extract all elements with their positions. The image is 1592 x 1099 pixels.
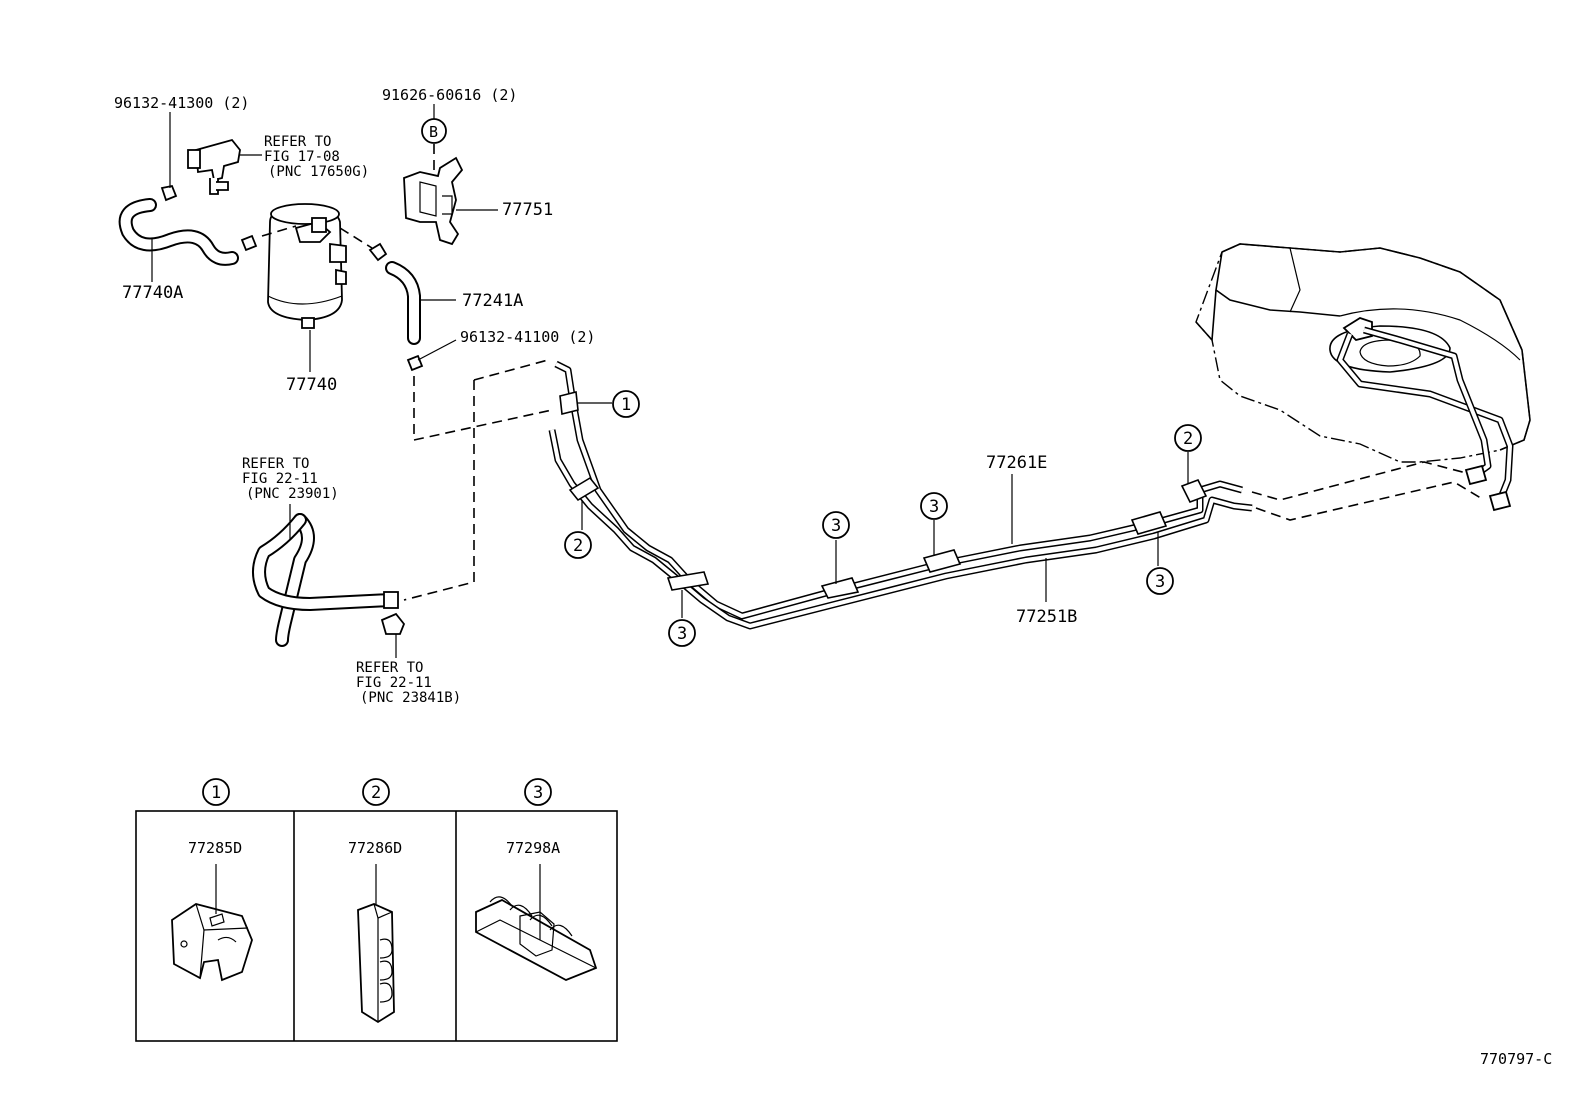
dash-evap-connect: [413, 376, 553, 441]
svg-text:3: 3: [831, 516, 841, 536]
dash-evap-upper: [473, 359, 549, 381]
svg-text:2: 2: [1183, 429, 1193, 449]
svg-text:3: 3: [533, 783, 543, 803]
ref3-line3: (PNC 23841B): [360, 690, 461, 706]
dash-filler-hose: [403, 380, 475, 601]
svg-text:3: 3: [929, 497, 939, 517]
svg-text:1: 1: [621, 395, 631, 415]
dash-canister-clip: [339, 227, 373, 249]
callout-3-line-b: 3: [822, 511, 850, 539]
leader-96132-41100: [417, 339, 457, 361]
ref1-line3: (PNC 17650G): [268, 164, 369, 180]
legend-panel: [135, 810, 618, 1042]
label-77241A: 77241A: [462, 291, 523, 311]
bracket-77751[interactable]: [403, 156, 464, 246]
ref1-line1: REFER TO: [264, 134, 331, 150]
label-77285D: 77285D: [188, 839, 242, 857]
clamp-3-on-line-d[interactable]: [1130, 511, 1168, 535]
clamp-3-on-line-b[interactable]: [820, 577, 860, 599]
clamp-77298A[interactable]: [475, 896, 598, 981]
clamp-77285D[interactable]: [171, 903, 253, 982]
label-77740A: 77740A: [122, 283, 183, 303]
dash-tank-return: [1255, 481, 1485, 521]
svg-text:2: 2: [573, 536, 583, 556]
callout-3-line-a: 3: [668, 619, 696, 647]
clip-96132-41100-a[interactable]: [368, 242, 388, 262]
clamp-77286D[interactable]: [357, 903, 395, 1024]
callout-2-line-a: 2: [564, 531, 592, 559]
charcoal-canister[interactable]: [267, 203, 347, 329]
fuel-line-77261E[interactable]: [554, 360, 1243, 620]
figure-id: 770797-C: [1480, 1050, 1552, 1068]
dash-canister-left: [261, 225, 297, 237]
legend-callout-1: 1: [202, 778, 230, 806]
clamp-3-on-line-c[interactable]: [922, 549, 962, 573]
ref2-line2: FIG 22-11: [242, 471, 318, 487]
callout-3-line-d: 3: [1146, 567, 1174, 595]
callout-1-line: 1: [612, 390, 640, 418]
filler-hose[interactable]: [252, 513, 399, 647]
label-96132-41300: 96132-41300 (2): [114, 94, 249, 112]
clamp-1-on-line[interactable]: [559, 391, 579, 415]
ref3-line1: REFER TO: [356, 660, 423, 676]
svg-text:3: 3: [1155, 572, 1165, 592]
svg-text:1: 1: [211, 783, 221, 803]
clip-96132-41100-b[interactable]: [406, 354, 424, 372]
label-96132-41100: 96132-41100 (2): [460, 328, 595, 346]
dash-tank-feed: [1251, 461, 1471, 501]
tank-fuel-lines[interactable]: [1336, 326, 1514, 512]
callout-2-line-b: 2: [1174, 424, 1202, 452]
label-77298A: 77298A: [506, 839, 560, 857]
ref2-line1: REFER TO: [242, 456, 309, 472]
ref3-line2: FIG 22-11: [356, 675, 432, 691]
clamp-23841B[interactable]: [380, 612, 406, 635]
label-77286D: 77286D: [348, 839, 402, 857]
vacuum-switching-valve[interactable]: [187, 138, 241, 195]
fuel-line-77251B[interactable]: [548, 429, 1253, 630]
callout-3-line-c: 3: [920, 492, 948, 520]
clamp-2-on-line-b[interactable]: [1180, 478, 1208, 504]
label-77261E: 77261E: [986, 453, 1047, 473]
label-77740: 77740: [286, 375, 337, 395]
clip-96132-41300-a[interactable]: [160, 184, 178, 202]
ref2-line3: (PNC 23901): [246, 486, 339, 502]
clamp-2-on-line-a[interactable]: [568, 476, 600, 502]
svg-text:3: 3: [677, 624, 687, 644]
label-77251B: 77251B: [1016, 607, 1077, 627]
legend-callout-2: 2: [362, 778, 390, 806]
clamp-3-on-line-a[interactable]: [666, 571, 710, 591]
clip-96132-41300-b[interactable]: [240, 234, 258, 252]
svg-text:2: 2: [371, 783, 381, 803]
label-91626-60616: 91626-60616 (2): [382, 86, 517, 104]
hose-77241A[interactable]: [385, 261, 421, 345]
ref1-line2: FIG 17-08: [264, 149, 340, 165]
bubble-b-letter: B: [429, 123, 438, 141]
legend-callout-3: 3: [524, 778, 552, 806]
label-77751: 77751: [502, 200, 553, 220]
hose-77740A[interactable]: [118, 198, 239, 266]
